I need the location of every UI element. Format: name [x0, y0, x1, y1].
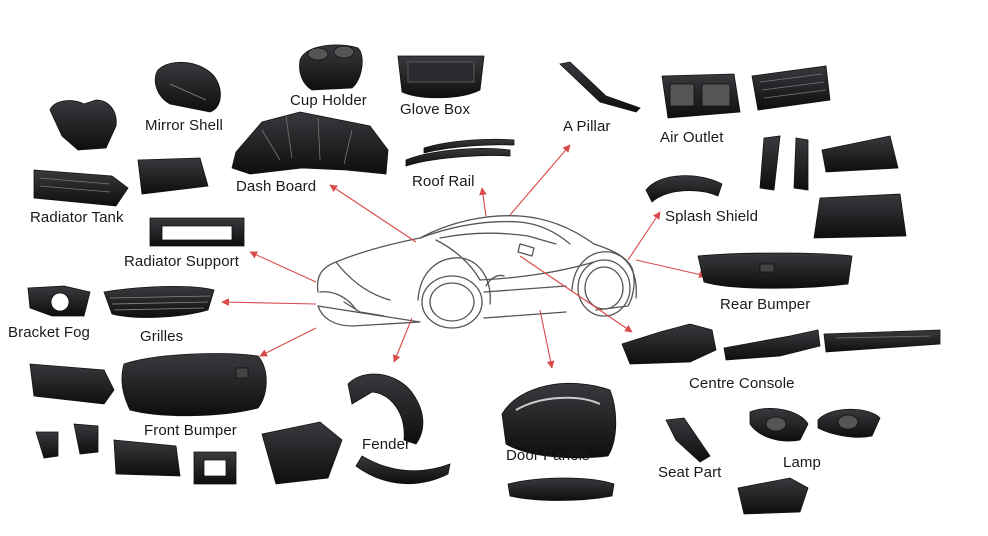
mount-bracket-part-1 [35, 431, 59, 459]
arrow-centre-console [519, 255, 633, 333]
bracket-part-2 [793, 137, 809, 191]
seat-part-part [665, 417, 711, 463]
label-glove-box: Glove Box [400, 101, 471, 118]
label-a-pillar: A Pillar [563, 118, 611, 135]
door-handle-part [507, 477, 615, 501]
vent-grille-part [751, 65, 831, 111]
label-fender: Fender [362, 436, 411, 453]
label-air-outlet: Air Outlet [660, 129, 724, 146]
label-grilles: Grilles [140, 328, 184, 345]
mirror-shell-part [154, 61, 221, 113]
dash-board-part [231, 111, 389, 175]
console-rail-part-2 [823, 329, 941, 353]
car-outline [316, 215, 637, 329]
label-seat-part: Seat Part [658, 464, 722, 481]
roof-rail-part-1 [405, 148, 511, 167]
trim-cover-part [261, 421, 343, 485]
rear-bumper-part [697, 252, 853, 289]
arrow-radiator-support [249, 251, 317, 283]
label-radiator-support: Radiator Support [124, 253, 240, 270]
label-dash-board: Dash Board [236, 178, 317, 195]
arrow-front-bumper [259, 327, 317, 357]
label-roof-rail: Roof Rail [412, 173, 475, 190]
label-radiator-tank: Radiator Tank [30, 209, 124, 226]
fender-part [347, 373, 424, 445]
arrow-a-pillar [509, 144, 571, 216]
duct-part [821, 135, 899, 173]
splash-shield-part [645, 175, 723, 203]
label-door-panels: Door Panels [506, 447, 590, 464]
radiator-tank-part-3 [137, 157, 209, 195]
a-pillar-part [559, 61, 641, 113]
arrow-roof-rail [479, 187, 487, 217]
label-rear-bumper: Rear Bumper [720, 296, 811, 313]
label-mirror-shell: Mirror Shell [145, 117, 223, 134]
front-bumper-part [121, 353, 267, 417]
label-splash-shield: Splash Shield [665, 208, 759, 225]
label-centre-console: Centre Console [689, 375, 795, 392]
radiator-tank-part-1 [49, 99, 117, 151]
label-lamp: Lamp [783, 454, 821, 471]
label-bracket-fog: Bracket Fog [8, 324, 90, 341]
mount-plate-part [737, 477, 809, 515]
bracket-part-1 [759, 135, 781, 191]
label-front-bumper: Front Bumper [144, 422, 237, 439]
label-cup-holder: Cup Holder [290, 92, 367, 109]
arrow-door-panels [539, 309, 555, 369]
fender-arch-part [355, 455, 451, 485]
lower-bracket-part [29, 363, 115, 405]
roof-rail-part-2 [423, 138, 515, 154]
arrow-splash-shield [627, 211, 661, 261]
centre-console-part [621, 323, 717, 365]
radiator-tank-part-2 [33, 169, 129, 207]
radiator-support-part [149, 217, 245, 247]
arrow-dash-board [329, 184, 417, 243]
mount-bracket-part-2 [73, 423, 99, 455]
arrow-grilles [221, 298, 317, 306]
door-panel-part [501, 382, 617, 459]
frame-part [193, 451, 237, 485]
vent-housing-part [113, 439, 181, 477]
tray-part [813, 193, 907, 239]
arrow-fender [393, 317, 413, 363]
console-rail-part-1 [723, 329, 821, 361]
pointer-arrows [221, 144, 707, 369]
arrow-rear-bumper [635, 259, 707, 279]
